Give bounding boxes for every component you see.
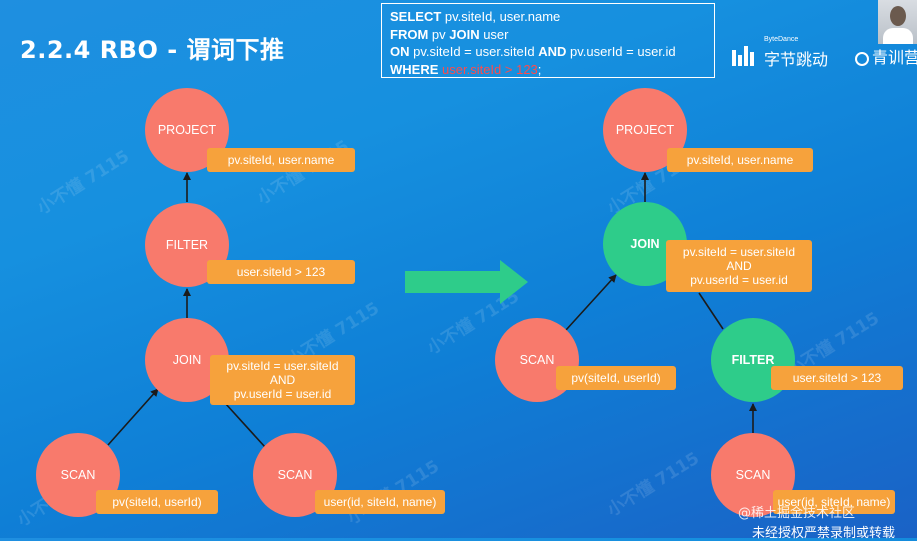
transform-arrow (405, 260, 528, 304)
copyright-notice: 未经授权严禁录制或转载 (752, 526, 896, 541)
sql-text: pv.userId = user.id (566, 44, 676, 59)
edge-filter-to-join (698, 292, 724, 330)
camp-logo: 青训营 (855, 44, 917, 68)
bytedance-bars-icon (732, 46, 754, 66)
sql-text: pv (428, 26, 450, 42)
slide-title: 2.2.4 RBO - 谓词下推 (20, 36, 285, 64)
join-condition-line: pv.siteId = user.siteId (682, 245, 796, 259)
before-project-tag: pv.siteId, user.name (207, 148, 355, 172)
camp-ring-icon (855, 52, 869, 66)
before-filter-tag: user.siteId > 123 (207, 260, 355, 284)
sql-query-box: SELECT pv.siteId, user.name FROM pv JOIN… (381, 3, 715, 78)
presenter-body (883, 28, 913, 44)
after-scan-left-tag: pv(siteId, userId) (556, 366, 676, 390)
join-condition-line: pv.userId = user.id (233, 387, 332, 401)
camp-name: 青训营 (872, 50, 917, 67)
sql-keyword: JOIN (449, 26, 480, 42)
sql-text: pv.siteId, user.name (441, 9, 561, 24)
sql-line-on: ON pv.siteId = user.siteId AND pv.userId… (390, 43, 706, 61)
join-condition-line: pv.userId = user.id (690, 273, 788, 287)
after-project-tag: pv.siteId, user.name (667, 148, 813, 172)
after-join-tag: pv.siteId = user.siteId AND pv.userId = … (666, 240, 812, 292)
after-scan-bottom-tag: user(id, siteId, name) (773, 490, 895, 514)
edge-scan-right-to-join (224, 402, 266, 448)
sql-line-from: FROM pv JOIN user (390, 26, 706, 44)
before-scan-right-tag: user(id, siteId, name) (315, 490, 445, 514)
presenter-head (890, 6, 906, 26)
community-watermark: @稀土掘金技术社区 (738, 506, 856, 521)
brand-small-text: ByteDance (764, 36, 799, 43)
join-condition-line: AND (726, 259, 752, 273)
join-condition-line: AND (269, 373, 296, 387)
sql-line-select: SELECT pv.siteId, user.name (390, 8, 706, 26)
after-filter-tag: user.siteId > 123 (771, 366, 903, 390)
brand-name: 字节跳动 (764, 52, 829, 69)
edge-scan-left-to-join (565, 274, 617, 331)
join-condition-line: pv.siteId = user.siteId (226, 359, 339, 373)
sql-keyword: AND (538, 44, 567, 59)
sql-keyword: SELECT (390, 9, 442, 24)
sql-keyword: WHERE (390, 61, 439, 77)
presenter-webcam (878, 0, 917, 44)
sql-highlight-predicate: user.siteId > 123 (442, 61, 538, 77)
edge-scan-left-to-join (107, 388, 159, 446)
sql-keyword: FROM (390, 26, 429, 42)
sql-line-where: WHERE user.siteId > 123; (390, 61, 706, 79)
before-join-tag: pv.siteId = user.siteId AND pv.userId = … (210, 355, 355, 405)
sql-keyword: ON (390, 44, 410, 59)
sql-text: user (479, 26, 509, 42)
sql-text: ; (537, 61, 542, 77)
before-scan-left-tag: pv(siteId, userId) (96, 490, 218, 514)
sql-text: pv.siteId = user.siteId (409, 44, 539, 59)
